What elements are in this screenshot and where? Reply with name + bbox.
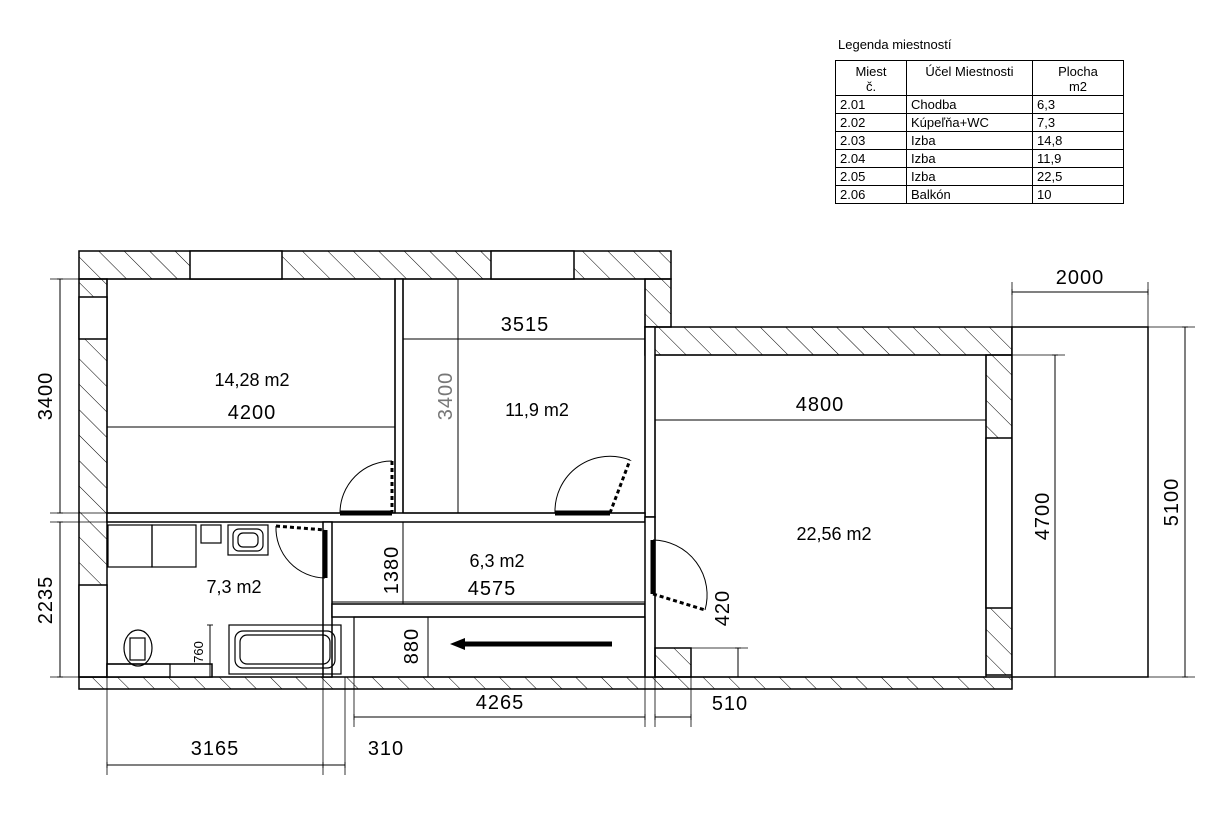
sink-icon xyxy=(227,524,269,556)
legend-cell-no: 2.05 xyxy=(835,167,907,186)
wall-bottom-opening xyxy=(106,663,213,678)
dim-label-room-c-width: 4800 xyxy=(796,394,845,416)
room-2-03-area: 14,28 m2 xyxy=(214,370,289,390)
dim-label-niche: 510 xyxy=(712,693,748,715)
door-leaf-open xyxy=(652,592,706,612)
door-swing xyxy=(554,455,631,514)
legend-cell-no: 2.06 xyxy=(835,185,907,204)
sink-basin xyxy=(232,528,264,552)
door-leaf-open xyxy=(608,459,632,514)
dim-label-door-offset: 420 xyxy=(712,590,734,626)
bathtub-icon xyxy=(228,624,342,675)
partition-hall-closet xyxy=(331,603,646,618)
dim-label-room-a-width: 4200 xyxy=(228,402,277,424)
legend-header-row: Miest č. Účel Miestnosti Plocha m2 xyxy=(835,60,1124,96)
legend-cell-purpose: Izba xyxy=(906,131,1033,150)
room-2-01-area: 6,3 m2 xyxy=(469,551,524,571)
door-swing xyxy=(275,525,326,579)
dim-label-hall-height: 1380 xyxy=(381,546,403,595)
legend-header-purpose: Účel Miestnosti xyxy=(906,60,1033,96)
doors xyxy=(275,455,708,612)
legend-header-no: Miest č. xyxy=(835,60,907,96)
washer-icon xyxy=(107,524,153,568)
bathtub-inner2 xyxy=(239,634,331,665)
dim-label-closet-width: 4265 xyxy=(476,692,525,714)
closet xyxy=(353,616,646,678)
dim-label-closet-height: 880 xyxy=(401,628,423,664)
door-leaf-open xyxy=(275,524,326,532)
extension-lines xyxy=(50,278,1195,775)
dim-label-bath-width: 3165 xyxy=(191,738,240,760)
bath-fixtures xyxy=(106,524,342,678)
wall-bottom xyxy=(78,676,1013,690)
dim-label-hall-width: 4575 xyxy=(468,578,517,600)
wall-right-upper xyxy=(644,278,672,328)
room-2-04-area: 11,9 m2 xyxy=(505,400,569,420)
door-swing xyxy=(652,539,708,611)
toilet-bowl xyxy=(123,629,153,667)
niche xyxy=(654,647,692,678)
dim-label-room-b-height: 3400 xyxy=(435,372,457,421)
dim-label-bath-fixture: 760 xyxy=(191,641,206,663)
dim-label-room-c-height: 4700 xyxy=(1032,492,1054,541)
wall-top-left xyxy=(78,250,672,280)
legend-cell-area: 22,5 xyxy=(1032,167,1124,186)
walls xyxy=(78,250,1149,690)
closet-arrow-icon xyxy=(450,638,612,650)
dim-label-left-lower: 2235 xyxy=(35,576,57,625)
window-right xyxy=(985,437,1013,609)
dimension-lines xyxy=(57,278,1188,768)
room-2-05 xyxy=(654,354,987,678)
dim-label-wall-gap: 310 xyxy=(368,738,404,760)
window-top xyxy=(189,250,283,280)
room-outlines xyxy=(106,278,987,678)
room-2-04 xyxy=(402,278,646,514)
dim-label-left-upper: 3400 xyxy=(35,372,57,421)
room-2-03 xyxy=(106,278,396,514)
legend-title: Legenda miestností xyxy=(838,37,952,52)
toilet-icon xyxy=(106,663,171,678)
room-2-05-area: 22,56 m2 xyxy=(796,524,871,544)
dim-label-balcony-height: 5100 xyxy=(1161,478,1183,527)
wall-top-right xyxy=(644,326,1013,356)
labels: 14,28 m2 11,9 m2 22,56 m2 6,3 m2 7,3 m2 … xyxy=(35,267,1183,760)
room-2-02-area: 7,3 m2 xyxy=(206,577,261,597)
partition-b-c xyxy=(644,326,656,518)
window-left xyxy=(78,296,108,340)
window-left xyxy=(78,584,108,678)
sink-inner xyxy=(237,532,259,548)
balcony xyxy=(1011,326,1149,678)
legend-cell-no: 2.01 xyxy=(835,95,907,114)
bathtub-inner xyxy=(234,630,336,669)
cabinet-icon xyxy=(200,524,222,544)
door-swing xyxy=(339,460,393,514)
partition-a-b xyxy=(394,278,404,517)
dryer-icon xyxy=(151,524,197,568)
legend-cell-purpose: Balkón xyxy=(906,185,1033,204)
window-top xyxy=(490,250,575,280)
dim-label-room-b-width: 3515 xyxy=(501,314,550,336)
legend-cell-area: 6,3 xyxy=(1032,95,1124,114)
dim-label-balcony-width: 2000 xyxy=(1056,267,1105,289)
toilet-tank xyxy=(129,637,146,661)
legend-cell-area: 10 xyxy=(1032,185,1124,204)
